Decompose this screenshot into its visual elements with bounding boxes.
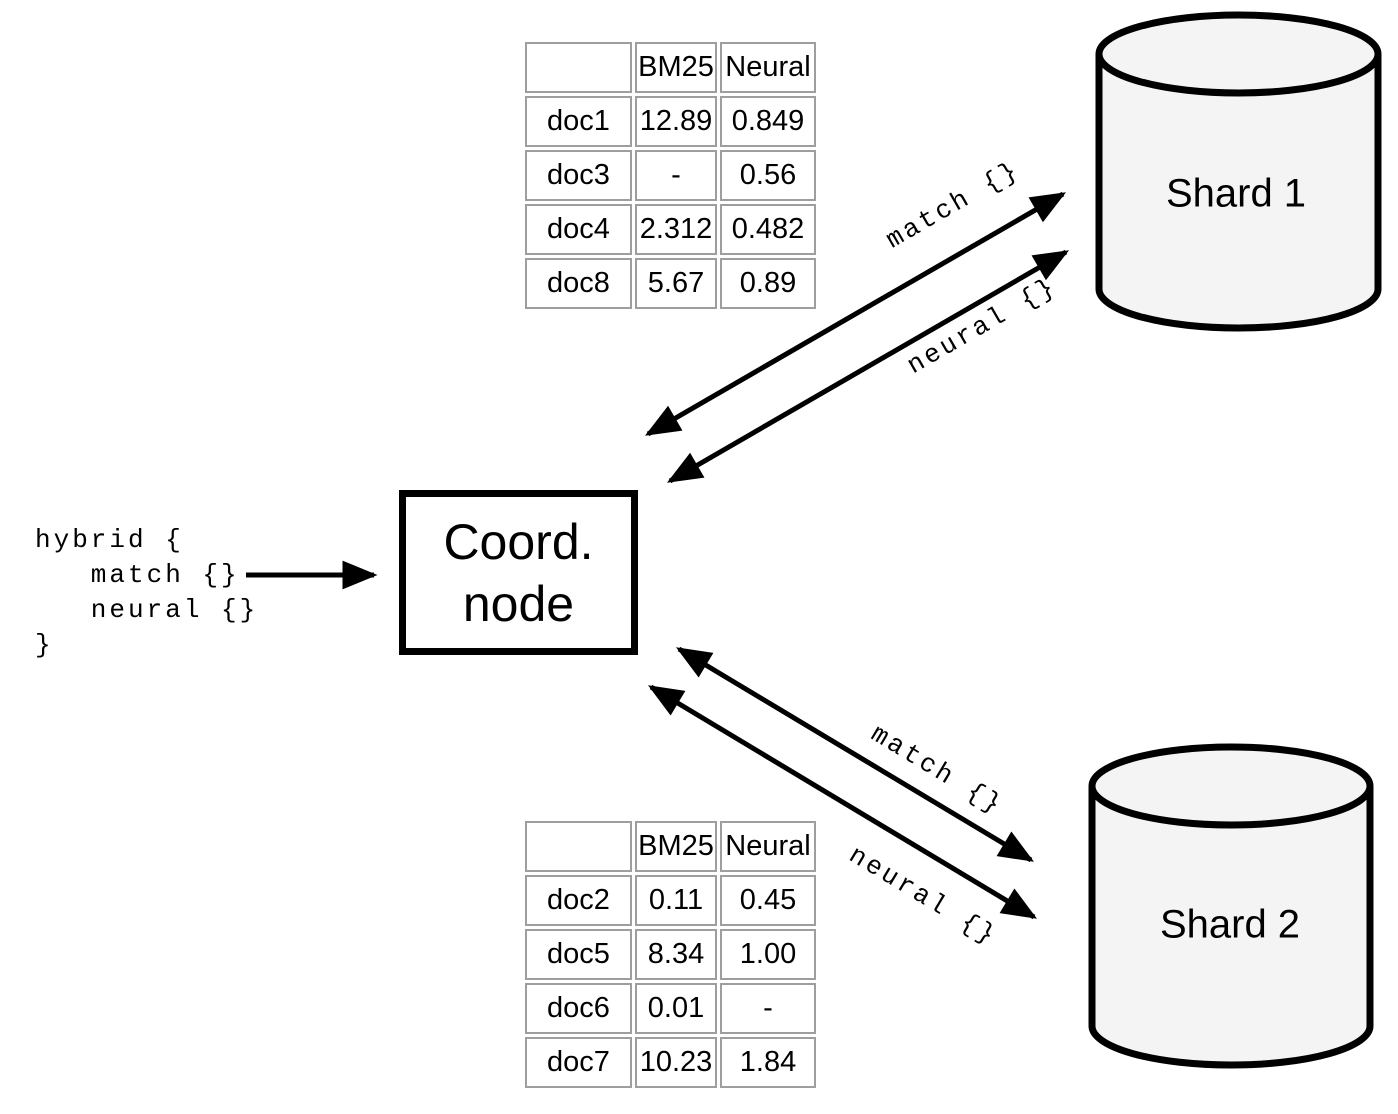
shard1-neural-arrow bbox=[666, 249, 1070, 484]
corner-cell bbox=[525, 821, 632, 872]
shard2-database-icon bbox=[1088, 786, 1374, 1069]
neural-score-cell: 0.482 bbox=[720, 204, 816, 255]
bm25-score-cell: 0.11 bbox=[635, 875, 717, 926]
doc-id-cell: doc6 bbox=[525, 983, 632, 1034]
shard2-score-table: BM25 Neural doc2 0.11 0.45 doc5 8.34 1.0… bbox=[522, 818, 819, 1091]
neural-score-cell: 0.89 bbox=[720, 258, 816, 309]
shard2-label: Shard 2 bbox=[1159, 902, 1301, 947]
neural-score-cell: 1.84 bbox=[720, 1037, 816, 1088]
bm25-score-cell: 5.67 bbox=[635, 258, 717, 309]
shard1-label: Shard 1 bbox=[1165, 171, 1307, 216]
neural-score-cell: 1.00 bbox=[720, 929, 816, 980]
shard2-neural-arrow bbox=[647, 684, 1038, 920]
table-row: doc4 2.312 0.482 bbox=[525, 204, 816, 255]
doc-id-cell: doc4 bbox=[525, 204, 632, 255]
table-row: doc6 0.01 - bbox=[525, 983, 816, 1034]
bm25-score-cell: 10.23 bbox=[635, 1037, 717, 1088]
table-row: doc3 - 0.56 bbox=[525, 150, 816, 201]
doc-id-cell: doc8 bbox=[525, 258, 632, 309]
bm25-score-cell: 2.312 bbox=[635, 204, 717, 255]
bm25-score-cell: 0.01 bbox=[635, 983, 717, 1034]
shard1-database-top-icon bbox=[1095, 11, 1382, 97]
bm25-score-cell: 8.34 bbox=[635, 929, 717, 980]
table-row: doc2 0.11 0.45 bbox=[525, 875, 816, 926]
bm25-score-cell: - bbox=[635, 150, 717, 201]
coordinator-label-line2: node bbox=[462, 575, 575, 632]
shard2-database-top-icon bbox=[1088, 743, 1374, 829]
column-header-neural: Neural bbox=[720, 42, 816, 93]
coordinator-label-line1: Coord. bbox=[443, 513, 594, 570]
bm25-score-cell: 12.89 bbox=[635, 96, 717, 147]
neural-score-cell: 0.56 bbox=[720, 150, 816, 201]
shard1-database-icon bbox=[1095, 54, 1382, 332]
coordinator-node: Coord. node bbox=[399, 490, 638, 655]
neural-score-cell: 0.849 bbox=[720, 96, 816, 147]
table-row: doc5 8.34 1.00 bbox=[525, 929, 816, 980]
column-header-bm25: BM25 bbox=[635, 42, 717, 93]
doc-id-cell: doc5 bbox=[525, 929, 632, 980]
shard1-score-table: BM25 Neural doc1 12.89 0.849 doc3 - 0.56… bbox=[522, 39, 819, 312]
table-row: doc1 12.89 0.849 bbox=[525, 96, 816, 147]
neural-score-cell: 0.45 bbox=[720, 875, 816, 926]
table-row: doc8 5.67 0.89 bbox=[525, 258, 816, 309]
table-header-row: BM25 Neural bbox=[525, 821, 816, 872]
doc-id-cell: doc3 bbox=[525, 150, 632, 201]
doc-id-cell: doc7 bbox=[525, 1037, 632, 1088]
column-header-bm25: BM25 bbox=[635, 821, 717, 872]
table-header-row: BM25 Neural bbox=[525, 42, 816, 93]
table-row: doc7 10.23 1.84 bbox=[525, 1037, 816, 1088]
column-header-neural: Neural bbox=[720, 821, 816, 872]
doc-id-cell: doc2 bbox=[525, 875, 632, 926]
corner-cell bbox=[525, 42, 632, 93]
doc-id-cell: doc1 bbox=[525, 96, 632, 147]
neural-score-cell: - bbox=[720, 983, 816, 1034]
hybrid-query-text: hybrid { match {} neural {} } bbox=[35, 525, 259, 660]
